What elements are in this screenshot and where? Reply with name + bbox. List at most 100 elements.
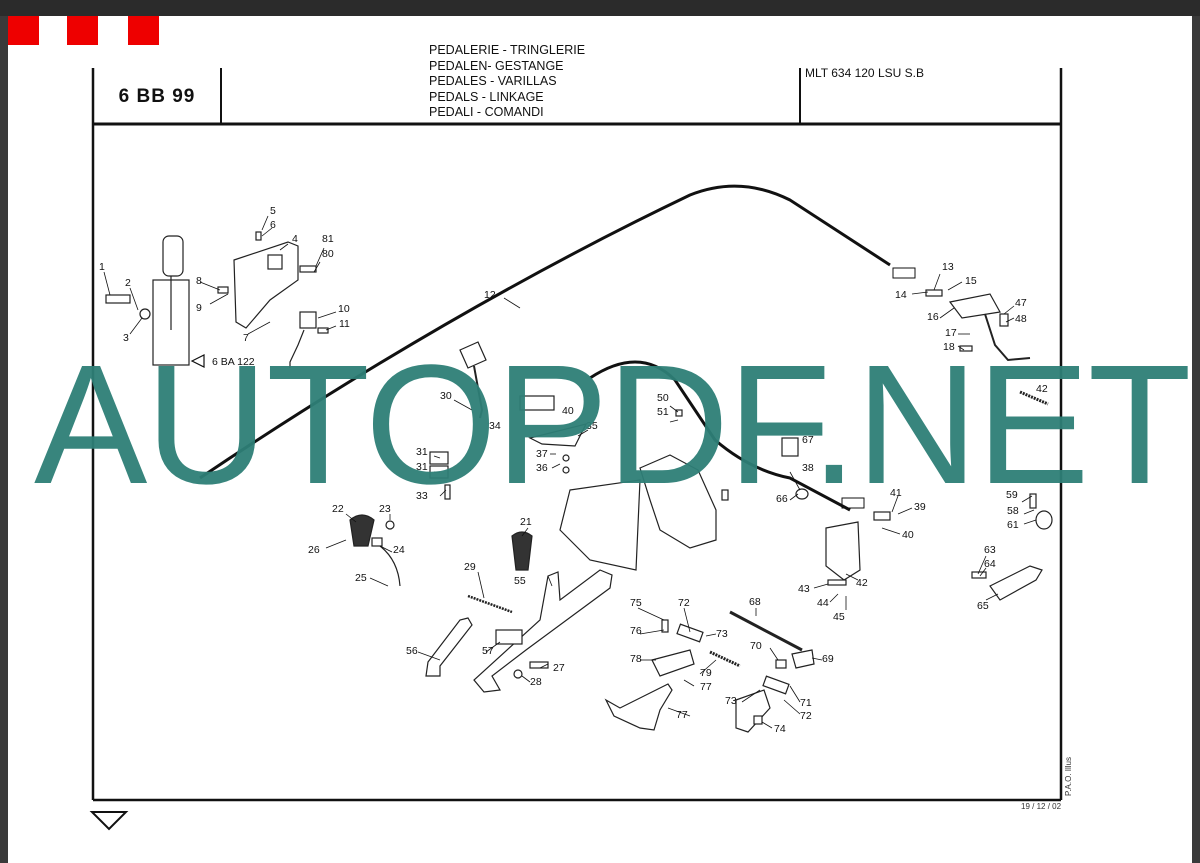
callout-73b: 73 (725, 695, 737, 707)
callout-27: 27 (553, 662, 565, 674)
callout-81: 81 (322, 233, 334, 245)
callout-40b: 40 (902, 529, 914, 541)
callout-68: 68 (749, 596, 761, 608)
callout-69: 69 (822, 653, 834, 665)
callout-25: 25 (355, 572, 367, 584)
callout-31b: 31 (416, 461, 428, 473)
callout-26: 26 (308, 544, 320, 556)
callout-39: 39 (914, 501, 926, 513)
callout-79: 79 (700, 667, 712, 679)
callout-59: 59 (1006, 489, 1018, 501)
callout-23: 23 (379, 503, 391, 515)
callout-4: 4 (292, 233, 298, 245)
callout-12: 12 (484, 289, 496, 301)
callout-65: 65 (977, 600, 989, 612)
callout-43: 43 (798, 583, 810, 595)
callout-34: 34 (489, 420, 501, 432)
callout-3: 3 (123, 332, 129, 344)
callout-40a: 40 (562, 405, 574, 417)
page-frame (91, 68, 1063, 802)
callout-8: 8 (196, 275, 202, 287)
callout-78: 78 (630, 653, 642, 665)
callout-11: 11 (339, 318, 350, 330)
cable-ends (841, 267, 916, 509)
callout-80: 80 (322, 248, 334, 260)
callout-44: 44 (817, 597, 829, 609)
callout-75: 75 (630, 597, 642, 609)
callout-labels: 1 2 3 4 5 6 7 8 9 10 11 12 13 14 15 16 1… (99, 205, 1048, 735)
parts-page: 6 BB 99 PEDALERIE - TRINGLERIE PEDALEN- … (8, 16, 1192, 863)
callout-2: 2 (125, 277, 131, 289)
callout-22: 22 (332, 503, 344, 515)
title-fr: PEDALERIE - TRINGLERIE (429, 43, 586, 57)
callout-10: 10 (338, 303, 350, 315)
callout-77b: 77 (676, 709, 688, 721)
reference-arrow-icon (190, 354, 205, 368)
callout-70: 70 (750, 640, 762, 652)
callout-42b: 42 (1036, 383, 1048, 395)
callout-30: 30 (440, 390, 452, 402)
red-marker-3 (128, 16, 159, 45)
callout-14: 14 (895, 289, 907, 301)
callout-72b: 72 (800, 710, 812, 722)
callout-47: 47 (1015, 297, 1027, 309)
callout-37: 37 (536, 448, 548, 460)
callout-7: 7 (243, 332, 249, 344)
callout-51: 51 (657, 406, 669, 418)
callout-48: 48 (1015, 313, 1027, 325)
title-en: PEDALS - LINKAGE (429, 89, 544, 104)
callout-67: 67 (802, 434, 814, 446)
callout-29: 29 (464, 561, 476, 573)
callout-64: 64 (984, 558, 996, 570)
callout-57: 57 (482, 645, 494, 657)
callout-13: 13 (942, 261, 954, 273)
callout-35: 35 (586, 420, 598, 432)
callout-66: 66 (776, 493, 788, 505)
callout-31a: 31 (416, 446, 428, 458)
next-page-arrow-icon[interactable] (89, 811, 129, 831)
title-de: PEDALEN- GESTANGE (429, 58, 564, 73)
callout-73a: 73 (716, 628, 728, 640)
callout-1: 1 (99, 261, 105, 273)
watermark: AUTOPDF.NET (34, 330, 1192, 520)
callout-15: 15 (965, 275, 977, 287)
callout-17: 17 (945, 327, 957, 339)
callout-41: 41 (890, 487, 902, 499)
red-marker-2 (67, 16, 98, 45)
callout-50: 50 (657, 392, 669, 404)
callout-33: 33 (416, 490, 428, 502)
callout-77a: 77 (700, 681, 712, 693)
callout-42a: 42 (856, 577, 868, 589)
callout-74: 74 (774, 723, 786, 735)
callout-56: 56 (406, 645, 418, 657)
callout-63: 63 (984, 544, 996, 556)
callout-61: 61 (1007, 519, 1019, 531)
callout-76: 76 (630, 625, 642, 637)
red-marker-1 (8, 16, 39, 45)
section-titles: PEDALERIE - TRINGLERIE PEDALEN- GESTANGE… (429, 43, 585, 121)
callout-18: 18 (943, 341, 955, 353)
callout-38: 38 (802, 462, 814, 474)
callout-58: 58 (1007, 505, 1019, 517)
reference-note: 6 BA 122 (212, 356, 255, 368)
callout-5: 5 (270, 205, 276, 217)
model-label: MLT 634 120 LSU S.B (805, 66, 924, 80)
leader-lines (103, 215, 1037, 729)
callout-36: 36 (536, 462, 548, 474)
section-code: 6 BB 99 (118, 86, 196, 107)
callout-6: 6 (270, 219, 276, 231)
callout-24: 24 (393, 544, 405, 556)
title-es: PEDALES - VARILLAS (429, 74, 557, 88)
parts-drawings (105, 231, 1053, 733)
callout-45: 45 (833, 611, 845, 623)
title-it: PEDALI - COMANDI (429, 105, 544, 119)
callout-55: 55 (514, 575, 526, 587)
cables (199, 184, 891, 512)
top-bar (0, 0, 1200, 16)
callout-72a: 72 (678, 597, 690, 609)
callout-16: 16 (927, 311, 939, 323)
callout-71: 71 (800, 697, 812, 709)
callout-28: 28 (530, 676, 542, 688)
date-label: 19 / 12 / 02 (1021, 802, 1062, 811)
